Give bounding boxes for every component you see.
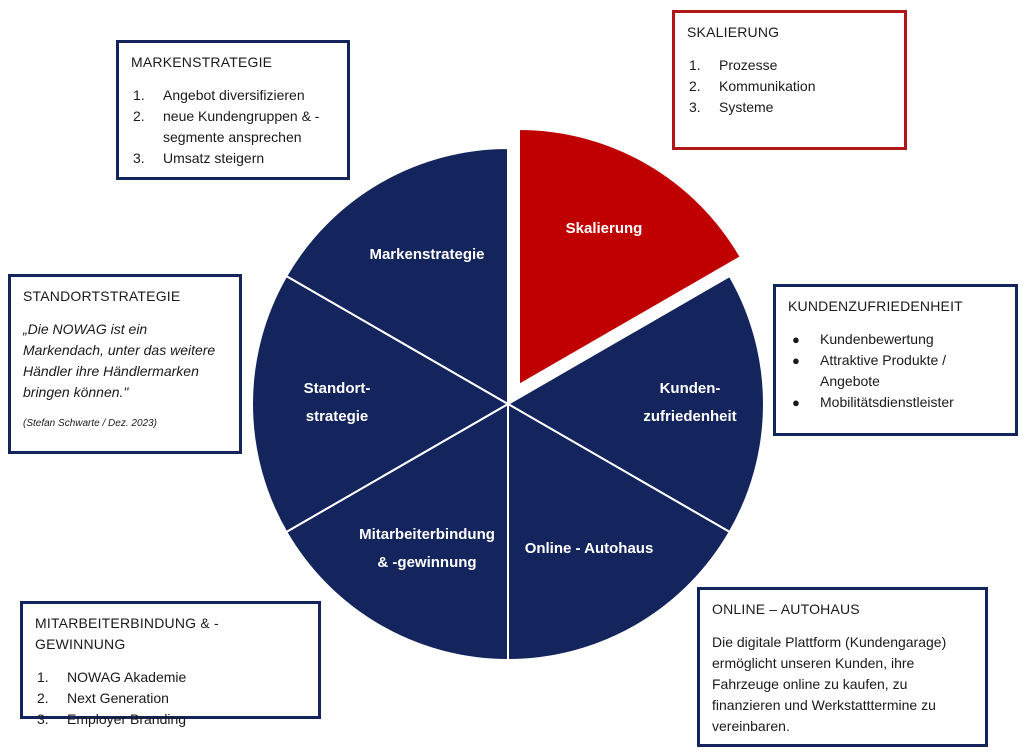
standortstrategie-box: STANDORTSTRATEGIE „Die NOWAG ist ein Mar…	[8, 274, 242, 454]
segment-label-line: Mitarbeiterbindung	[359, 526, 495, 543]
skalierung-list: 1.Prozesse 2.Kommunikation 3.Systeme	[687, 55, 892, 118]
standortstrategie-quote: „Die NOWAG ist ein Markendach, unter das…	[23, 321, 216, 400]
list-item: 3.Umsatz steigern	[133, 150, 265, 166]
list-item: ●Kundenbewertung	[788, 329, 1003, 350]
mitarbeiterbindung-list: 1.NOWAG Akademie 2.Next Generation 3.Emp…	[35, 667, 306, 730]
list-item: 2.neue Kundengruppen & -	[133, 108, 320, 124]
standortstrategie-quote-source: (Stefan Schwarte / Dez. 2023)	[23, 418, 157, 429]
list-item: Angebote	[820, 373, 880, 389]
mitarbeiterbindung-box: MITARBEITERBINDUNG & -GEWINNUNG 1.NOWAG …	[20, 601, 321, 727]
list-item: 1.Angebot diversifizieren	[133, 87, 305, 103]
skalierung-box: SKALIERUNG 1.Prozesse 2.Kommunikation 3.…	[672, 10, 907, 150]
segment-label-kundenzufriedenheit: Kunden-zufriedenheit	[643, 380, 736, 425]
segment-label-mitarbeiterbindung: Mitarbeiterbindung & -gewinnung	[359, 526, 495, 571]
segment-standortstrategie	[251, 274, 511, 534]
list-item: 1.Prozesse	[689, 57, 778, 73]
segment-kundenzufriedenheit	[505, 274, 765, 534]
bullet-icon: ●	[792, 332, 800, 347]
segment-markenstrategie	[284, 146, 509, 406]
bullet-icon: ●	[792, 353, 800, 368]
segment-online-autohaus	[507, 402, 732, 662]
segment-label-markenstrategie: Markenstrategie	[369, 246, 484, 263]
segment-label-line: & -gewinnung	[377, 554, 476, 571]
list-item: 2.Kommunikation	[689, 78, 816, 94]
online-autohaus-box-title: ONLINE – AUTOHAUS	[712, 601, 860, 617]
segment-label-standortstrategie: Standort-strategie	[304, 380, 371, 425]
list-item: segmente ansprechen	[163, 129, 302, 145]
segment-label-skalierung: Skalierung	[566, 220, 643, 237]
mitarbeiterbindung-box-title: MITARBEITERBINDUNG & -GEWINNUNG	[35, 615, 219, 652]
online-autohaus-box: ONLINE – AUTOHAUS Die digitale Plattform…	[697, 587, 988, 747]
segment-label-line: strategie	[306, 408, 369, 425]
segment-mitarbeiterbindung	[284, 402, 509, 662]
kundenzufriedenheit-box: KUNDENZUFRIEDENHEIT ●Kundenbewertung ●At…	[773, 284, 1018, 436]
skalierung-box-title: SKALIERUNG	[687, 24, 780, 40]
segment-label-online-autohaus: Online - Autohaus	[525, 540, 654, 557]
segment-label-line: zufriedenheit	[643, 408, 736, 425]
list-item: 2.Next Generation	[37, 690, 169, 706]
list-item: 3.Systeme	[689, 99, 774, 115]
list-item: ●Attraktive Produkte /	[788, 350, 1003, 371]
segment-label-line: Markenstrategie	[369, 246, 484, 263]
markenstrategie-box-title: MARKENSTRATEGIE	[131, 54, 273, 70]
markenstrategie-box: MARKENSTRATEGIE 1.Angebot diversifiziere…	[116, 40, 350, 180]
online-autohaus-text: Die digitale Plattform (Kundengarage) er…	[712, 634, 947, 734]
list-item: 1.NOWAG Akademie	[37, 669, 187, 685]
segment-label-line: Online - Autohaus	[525, 540, 654, 557]
list-item: 3.Employer Branding	[37, 711, 187, 727]
segment-skalierung	[518, 127, 743, 387]
list-item: ●Mobilitätsdienstleister	[788, 392, 1003, 413]
markenstrategie-list: 1.Angebot diversifizieren 2.neue Kundeng…	[131, 85, 335, 169]
segment-label-line: Standort-	[304, 380, 371, 397]
segment-label-line: Kunden-	[660, 380, 721, 397]
standortstrategie-box-title: STANDORTSTRATEGIE	[23, 288, 181, 304]
kundenzufriedenheit-box-title: KUNDENZUFRIEDENHEIT	[788, 298, 963, 314]
kundenzufriedenheit-list: ●Kundenbewertung ●Attraktive Produkte / …	[788, 329, 1003, 413]
bullet-icon: ●	[792, 395, 800, 410]
segment-label-line: Skalierung	[566, 220, 643, 237]
